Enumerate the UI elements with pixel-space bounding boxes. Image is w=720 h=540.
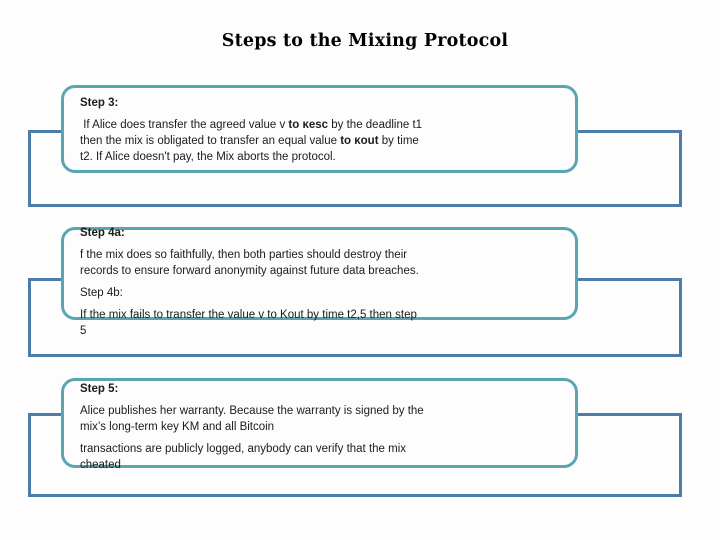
text-line: Step 3: — [80, 95, 563, 111]
step-box-step-4: Step 4a: f the mix does so faithfully, th… — [61, 227, 578, 337]
text-line: t2. If Alice doesn't pay, the Mix aborts… — [80, 149, 563, 165]
text-line: Alice publishes her warranty. Because th… — [80, 403, 563, 419]
bold-text-run: to κout — [340, 135, 379, 147]
step-box-step-5: Step 5: Alice publishes her warranty. Bec… — [61, 378, 578, 471]
text-line: f the mix does so faithfully, then both … — [80, 247, 563, 263]
bold-text-run: to κesc — [288, 119, 329, 131]
text-run: Step 4b: — [80, 287, 123, 299]
text-line: If the mix fails to transfer the value v… — [80, 307, 563, 323]
text-line: 5 — [80, 323, 563, 339]
text-run: by the deadline t1 — [328, 119, 423, 131]
text-line: Step 4b: — [80, 285, 563, 301]
bold-text-run: Step 4a: — [80, 227, 125, 239]
text-run: then the mix is obligated to transfer an… — [80, 135, 341, 147]
text-run: t2. If Alice doesn't pay, the Mix aborts… — [80, 151, 336, 163]
text-run: f the mix does so faithfully, then both … — [80, 249, 408, 261]
text-line: If Alice does transfer the agreed value … — [80, 117, 563, 133]
step-text-step-3: Step 3: If Alice does transfer the agree… — [64, 88, 575, 165]
text-line: transactions are publicly logged, anybod… — [80, 441, 563, 457]
text-line: Step 4a: — [80, 225, 563, 241]
step-box-step-3: Step 3: If Alice does transfer the agree… — [61, 85, 578, 173]
text-line: Step 5: — [80, 381, 563, 397]
text-run: 5 — [80, 325, 87, 337]
text-run: Alice publishes her warranty. Because th… — [80, 405, 424, 417]
text-run: transactions are publicly logged, anybod… — [80, 443, 407, 455]
text-run: records to ensure forward anonymity agai… — [80, 265, 419, 277]
text-line: cheated — [80, 457, 563, 473]
bold-text-run: Step 5: — [80, 383, 119, 395]
text-run: by time — [378, 135, 419, 147]
bold-text-run: Step 3: — [80, 97, 119, 109]
step-text-step-4: Step 4a: f the mix does so faithfully, th… — [64, 218, 575, 339]
text-run: If Alice does transfer the agreed value … — [80, 119, 289, 131]
text-run: mix’s long-term key KM and all Bitcoin — [80, 421, 275, 433]
text-run: If the mix fails to transfer the value v… — [80, 309, 417, 321]
text-line: mix’s long-term key KM and all Bitcoin — [80, 419, 563, 435]
text-run: cheated — [80, 459, 121, 471]
step-text-step-5: Step 5: Alice publishes her warranty. Bec… — [64, 374, 575, 473]
text-line: then the mix is obligated to transfer an… — [80, 133, 563, 149]
slide-title: Steps to the Mixing Protocol — [221, 31, 509, 51]
text-line: records to ensure forward anonymity agai… — [80, 263, 563, 279]
